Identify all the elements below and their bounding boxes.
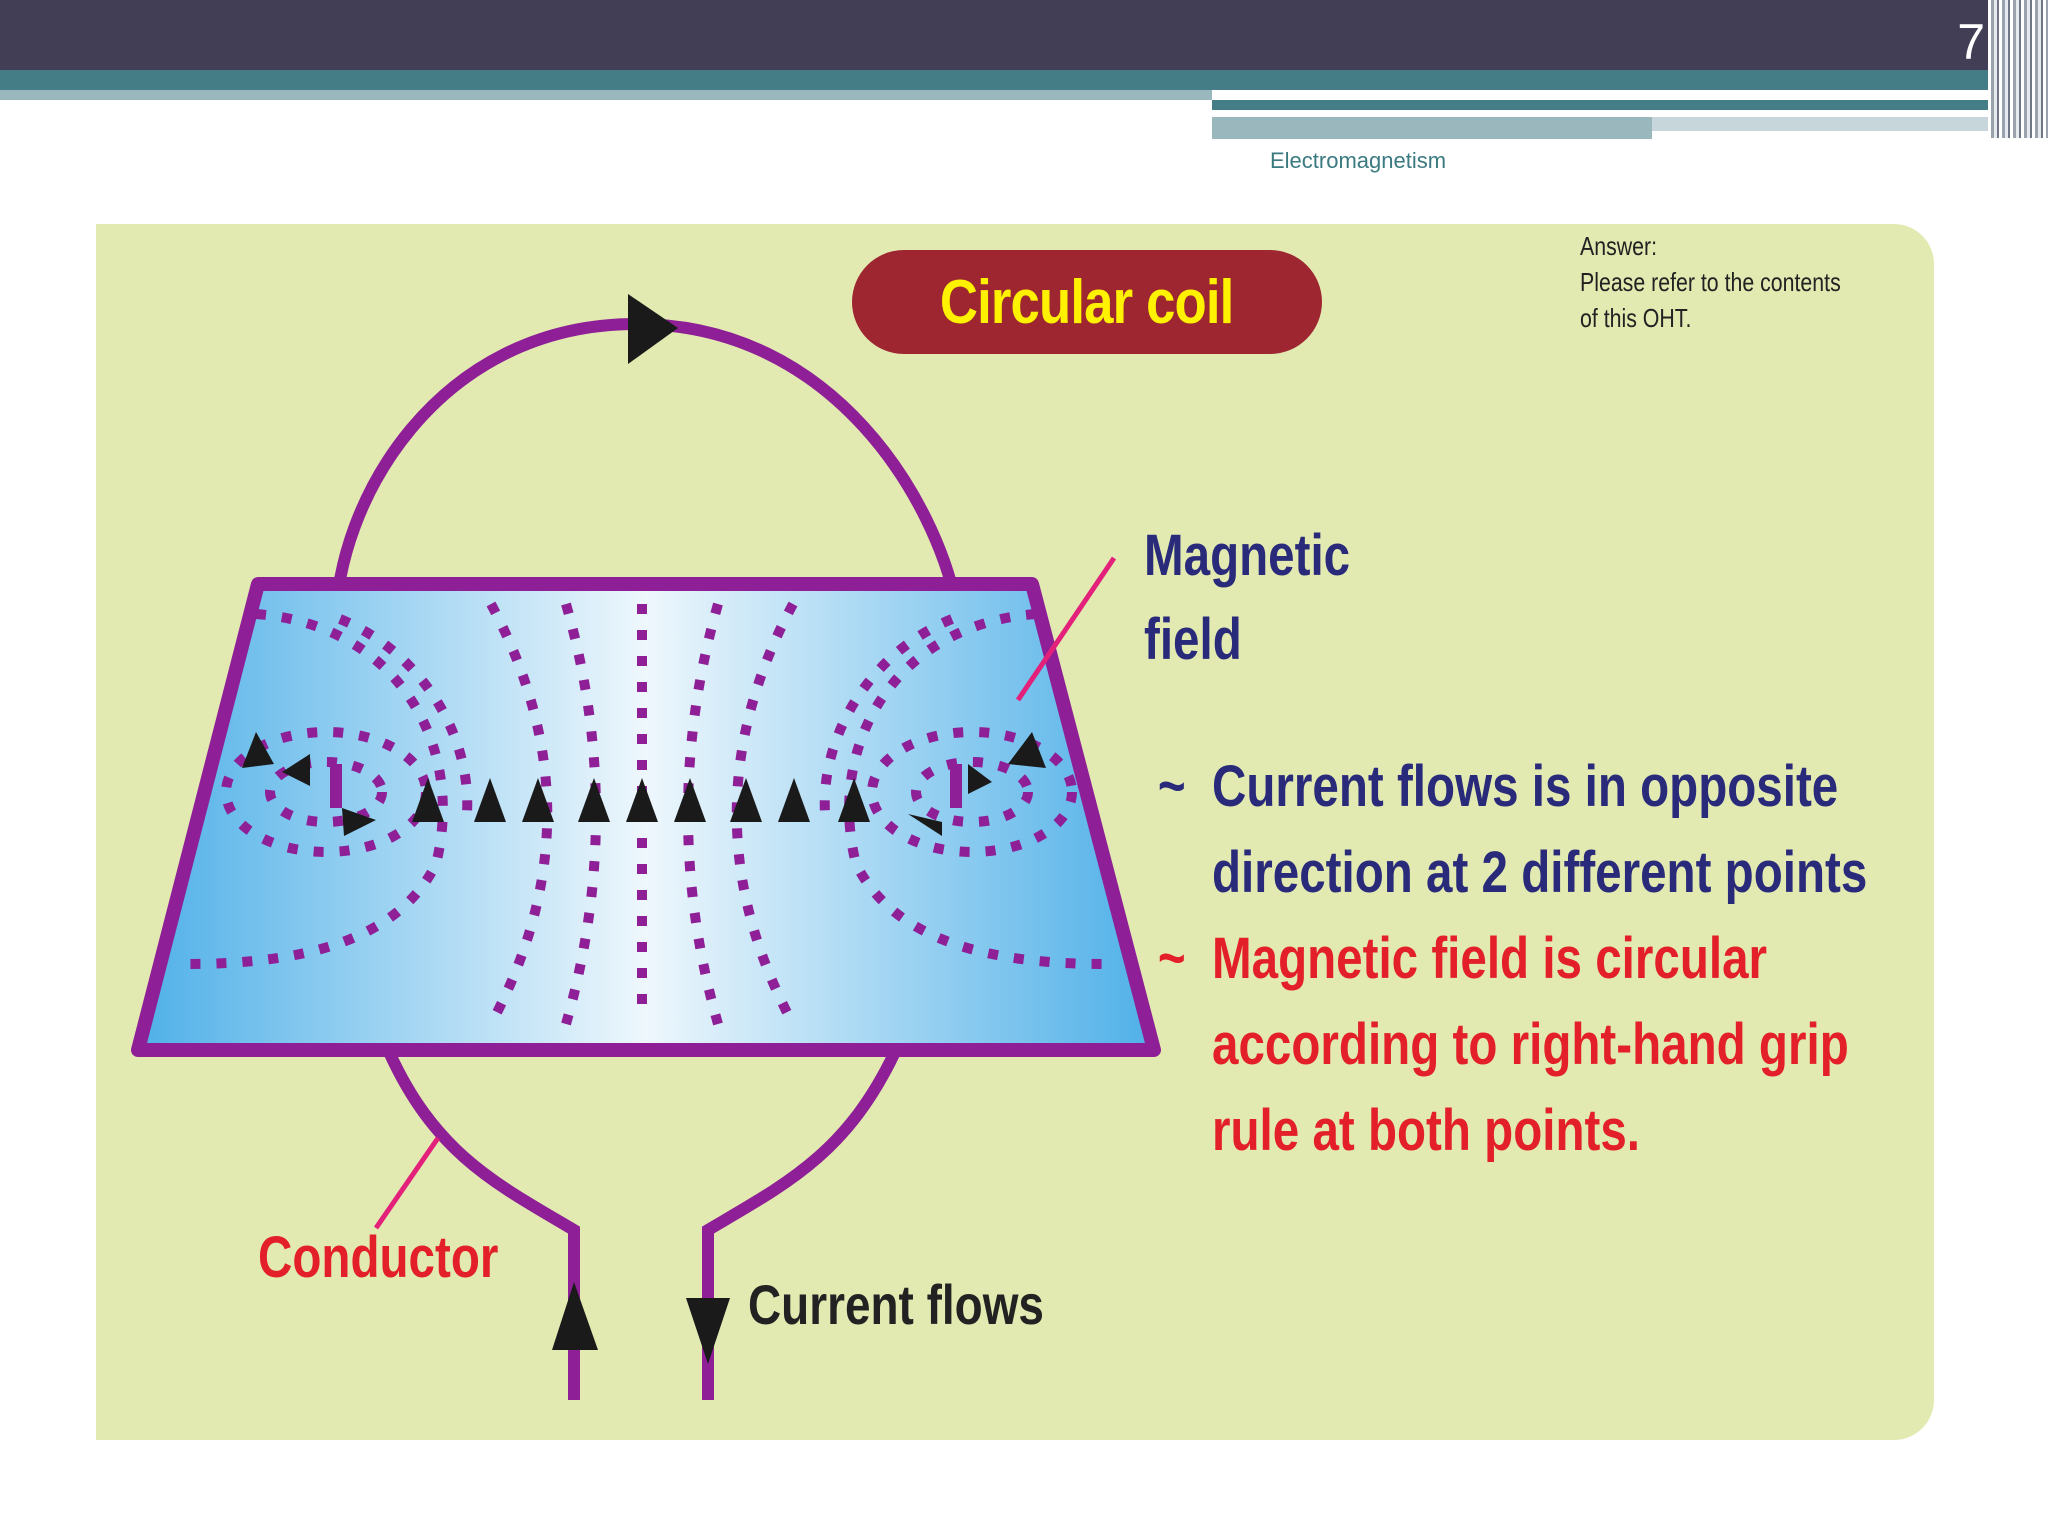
bullet-marker: ~: [1157, 754, 1186, 819]
current-flows-label: Current flows: [748, 1273, 1044, 1336]
conductor-pointer: [373, 1136, 441, 1230]
bullet-item: ~ Current flows is in opposite direction…: [1158, 744, 1917, 916]
magnetic-field-pointer: [1015, 556, 1117, 702]
slide-subtitle: Electromagnetism: [1270, 148, 1447, 173]
circular-coil-diagram: [131, 294, 1161, 1400]
magnetic-field-label: Magnetic field: [1144, 523, 1351, 672]
header-accent-stripe-light: [0, 90, 1212, 100]
header-decoration: [1652, 117, 2012, 131]
coil-lower-wire: [702, 1051, 900, 1400]
header-bar: [0, 0, 2048, 70]
header-accent-stripe: [0, 70, 2048, 90]
title-pill: Circular coil: [852, 250, 1322, 354]
current-arrow-top: [628, 294, 678, 364]
bullet-marker: ~: [1157, 926, 1186, 991]
header-decoration: [1212, 100, 2012, 110]
slide-number: 7: [1957, 14, 1985, 70]
coil-lower-wire: [384, 1051, 580, 1400]
current-arrow-down: [686, 1298, 730, 1364]
answer-note: Answer: Please refer to the contents of …: [1580, 231, 1841, 333]
diagram-title: Circular coil: [940, 267, 1234, 337]
bullet-text: Magnetic field is circular according to …: [1212, 926, 1849, 1163]
header-decoration: [1212, 110, 1897, 117]
diagram-panel: Circular coil Answer: Please refer to th…: [96, 224, 1934, 1440]
header-decoration: [1212, 117, 1652, 139]
bullet-text: Current flows is in opposite direction a…: [1212, 754, 1868, 905]
bullet-item: ~ Magnetic field is circular according t…: [1158, 916, 1917, 1174]
current-arrow-up: [552, 1282, 598, 1350]
header-stripes-decoration: [1988, 0, 2048, 138]
conductor-label: Conductor: [258, 1225, 499, 1290]
field-direction-arrows: [242, 732, 1046, 836]
